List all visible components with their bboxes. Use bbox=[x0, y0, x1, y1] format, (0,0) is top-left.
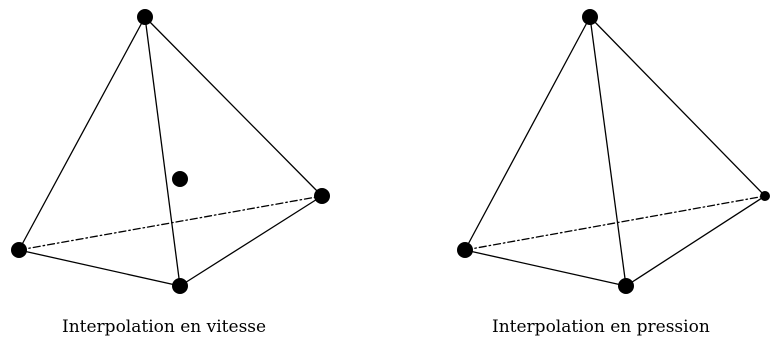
node-left bbox=[457, 242, 473, 258]
tetrahedron-velocity bbox=[11, 9, 330, 294]
edge-left-front bbox=[18, 249, 181, 287]
edge-apex-left bbox=[464, 16, 591, 251]
edge-left-right-hidden bbox=[18, 195, 323, 251]
edge-apex-left bbox=[18, 16, 146, 251]
edge-front-right bbox=[625, 195, 766, 287]
tetrahedron-pressure bbox=[457, 9, 770, 294]
node-front bbox=[172, 278, 188, 294]
node-front bbox=[618, 278, 634, 294]
edge-front-right bbox=[179, 195, 323, 287]
edge-left-front bbox=[464, 249, 627, 287]
node-apex bbox=[137, 9, 153, 25]
node-center bbox=[172, 171, 188, 187]
node-right bbox=[314, 188, 330, 204]
edge-apex-front bbox=[589, 16, 627, 287]
caption-velocity-interpolation: Interpolation en vitesse bbox=[62, 317, 267, 337]
node-apex bbox=[582, 9, 598, 25]
edge-apex-front bbox=[144, 16, 181, 287]
edge-apex-right bbox=[144, 16, 323, 197]
node-left bbox=[11, 242, 27, 258]
edge-apex-right bbox=[589, 16, 766, 197]
caption-pressure-interpolation: Interpolation en pression bbox=[492, 317, 710, 337]
node-right bbox=[760, 191, 770, 201]
edge-left-right-hidden bbox=[464, 195, 766, 251]
